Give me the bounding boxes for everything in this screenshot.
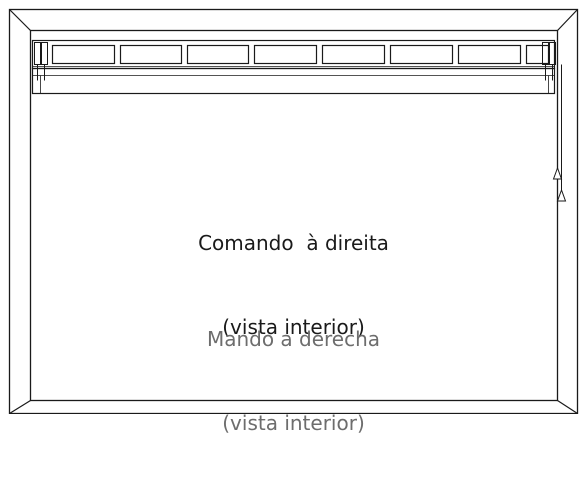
window-inner-opening — [29, 29, 559, 402]
cord-weight-upper — [552, 166, 563, 183]
blind-panel — [253, 44, 318, 65]
blind-panels — [51, 44, 550, 65]
caption-spanish-line1: Mando a derecha — [206, 327, 381, 351]
blind-panel — [457, 44, 522, 65]
frame-corner-top-left — [9, 9, 31, 31]
control-cord — [552, 64, 567, 202]
frame-corner-bottom-right — [557, 399, 578, 414]
blind-panel — [119, 44, 183, 65]
blind-panel — [525, 44, 550, 65]
frame-corner-top-right — [557, 9, 578, 31]
blind-diagram: Comando à direita (vista interior) Mando… — [0, 8, 587, 435]
blind-panel — [321, 44, 386, 65]
blind-panel — [389, 44, 454, 65]
right-end-bracket — [542, 42, 556, 81]
caption-spanish-line2: (vista interior) — [222, 411, 365, 435]
blind-panel — [51, 44, 116, 65]
cord-weight-lower — [556, 188, 567, 202]
left-end-bracket — [34, 42, 48, 81]
caption-portuguese: Comando à direita (vista interior) — [0, 173, 587, 397]
caption-portuguese-line1: Comando à direita — [198, 231, 389, 255]
caption-portuguese-line2: (vista interior) — [222, 315, 365, 339]
frame-corner-bottom-left — [9, 399, 31, 414]
blind-panel — [186, 44, 250, 65]
caption-spanish: Mando a derecha (vista interior) — [0, 269, 587, 493]
headrail — [31, 39, 556, 95]
